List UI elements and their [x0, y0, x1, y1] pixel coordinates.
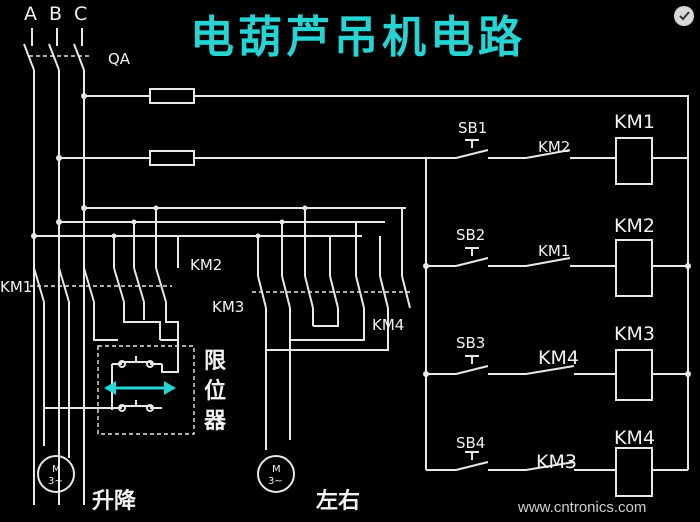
travel-motor-phase: 3~ — [268, 476, 283, 487]
phase-b-label: B — [49, 3, 62, 25]
phase-c-label: C — [74, 3, 87, 25]
travel-caption: 左右 — [316, 488, 360, 514]
sb2-label: SB2 — [456, 226, 485, 244]
km1-km2-main-contacts — [30, 267, 179, 458]
breaker-label: QA — [108, 50, 131, 68]
interlock-km4-label: KM4 — [538, 347, 579, 369]
travel-motor-symbol: M — [272, 464, 281, 475]
km3-label: KM3 — [212, 298, 244, 316]
control-row-3: SB3 KM4 KM3 — [423, 323, 691, 401]
sb1-label: SB1 — [458, 119, 487, 137]
coil-km4-label: KM4 — [614, 427, 655, 449]
breaker-qa — [23, 28, 90, 505]
coil-km3-label: KM3 — [614, 323, 655, 345]
phase-a-label: A — [24, 3, 37, 25]
interlock-km3-label: KM3 — [536, 451, 577, 473]
hoist-motor-symbol: M — [52, 464, 61, 475]
travel-motor-icon: M 3~ — [257, 455, 295, 493]
watermark-logo-icon — [674, 6, 694, 26]
sb3-label: SB3 — [456, 334, 485, 352]
hoist-motor-phase: 3~ — [48, 476, 63, 487]
hoist-caption: 升降 — [92, 489, 137, 514]
interlock-km1-label: KM1 — [538, 242, 570, 260]
control-supply — [56, 88, 689, 470]
limit-char-2: 位 — [204, 378, 226, 404]
watermark: www.cntronics.com — [517, 499, 646, 516]
diagram-title: 电葫芦吊机电路 — [190, 12, 526, 63]
limit-char-1: 限 — [204, 349, 226, 374]
limit-arrow-icon — [104, 381, 176, 395]
control-row-2: SB2 KM1 KM2 — [423, 215, 691, 297]
coil-km2-label: KM2 — [614, 215, 655, 237]
km1-label: KM1 — [0, 278, 32, 296]
power-bus — [31, 205, 406, 276]
interlock-km2-label: KM2 — [538, 138, 570, 156]
control-row-4: SB4 KM3 KM4 — [426, 427, 688, 497]
coil-km1-label: KM1 — [614, 111, 655, 133]
km4-label: KM4 — [372, 316, 404, 334]
km3-km4-main-contacts — [252, 275, 412, 450]
km2-label: KM2 — [190, 256, 222, 274]
limit-char-3: 器 — [203, 409, 227, 434]
sb4-label: SB4 — [456, 434, 485, 452]
hoist-motor-icon: M 3~ — [33, 300, 75, 493]
control-row-1: SB1 KM2 KM1 — [426, 111, 688, 185]
